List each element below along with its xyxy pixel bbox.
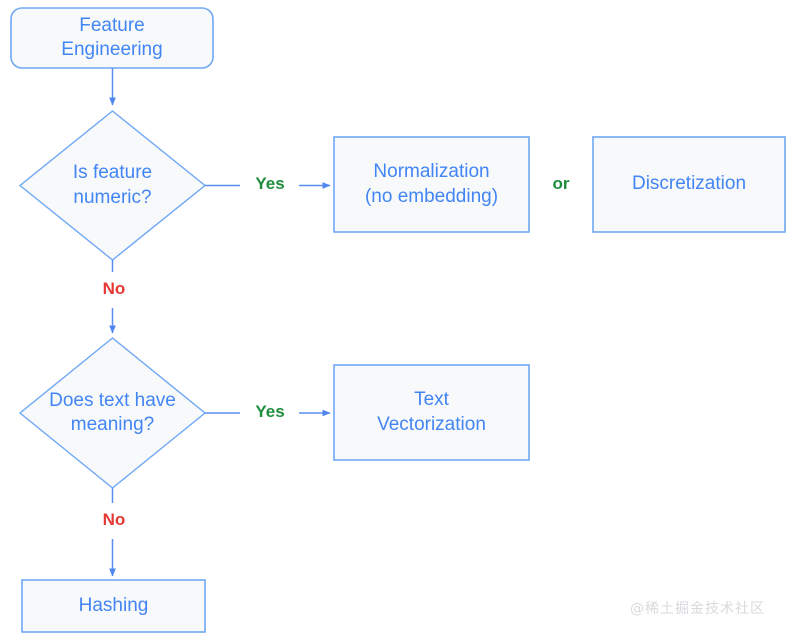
edge-label-no-numeric: No bbox=[102, 279, 126, 298]
node-shape-does-text-have-meaning[interactable] bbox=[18, 337, 207, 489]
node-shape-discretization[interactable] bbox=[592, 136, 786, 233]
edge-label-no-text-meaning: No bbox=[102, 510, 126, 529]
edge-label-or: or bbox=[552, 174, 570, 193]
node-shape-hashing[interactable] bbox=[21, 579, 206, 633]
node-shape-is-feature-numeric[interactable] bbox=[18, 110, 207, 261]
edge-label-yes-numeric: Yes bbox=[255, 174, 285, 193]
node-shape-feature-engineering[interactable] bbox=[10, 7, 214, 69]
node-shape-normalization[interactable] bbox=[333, 136, 530, 233]
node-shape-text-vectorization[interactable] bbox=[333, 364, 530, 461]
edge-label-yes-text-meaning: Yes bbox=[255, 402, 285, 421]
watermark: @稀土掘金技术社区 bbox=[630, 601, 765, 617]
